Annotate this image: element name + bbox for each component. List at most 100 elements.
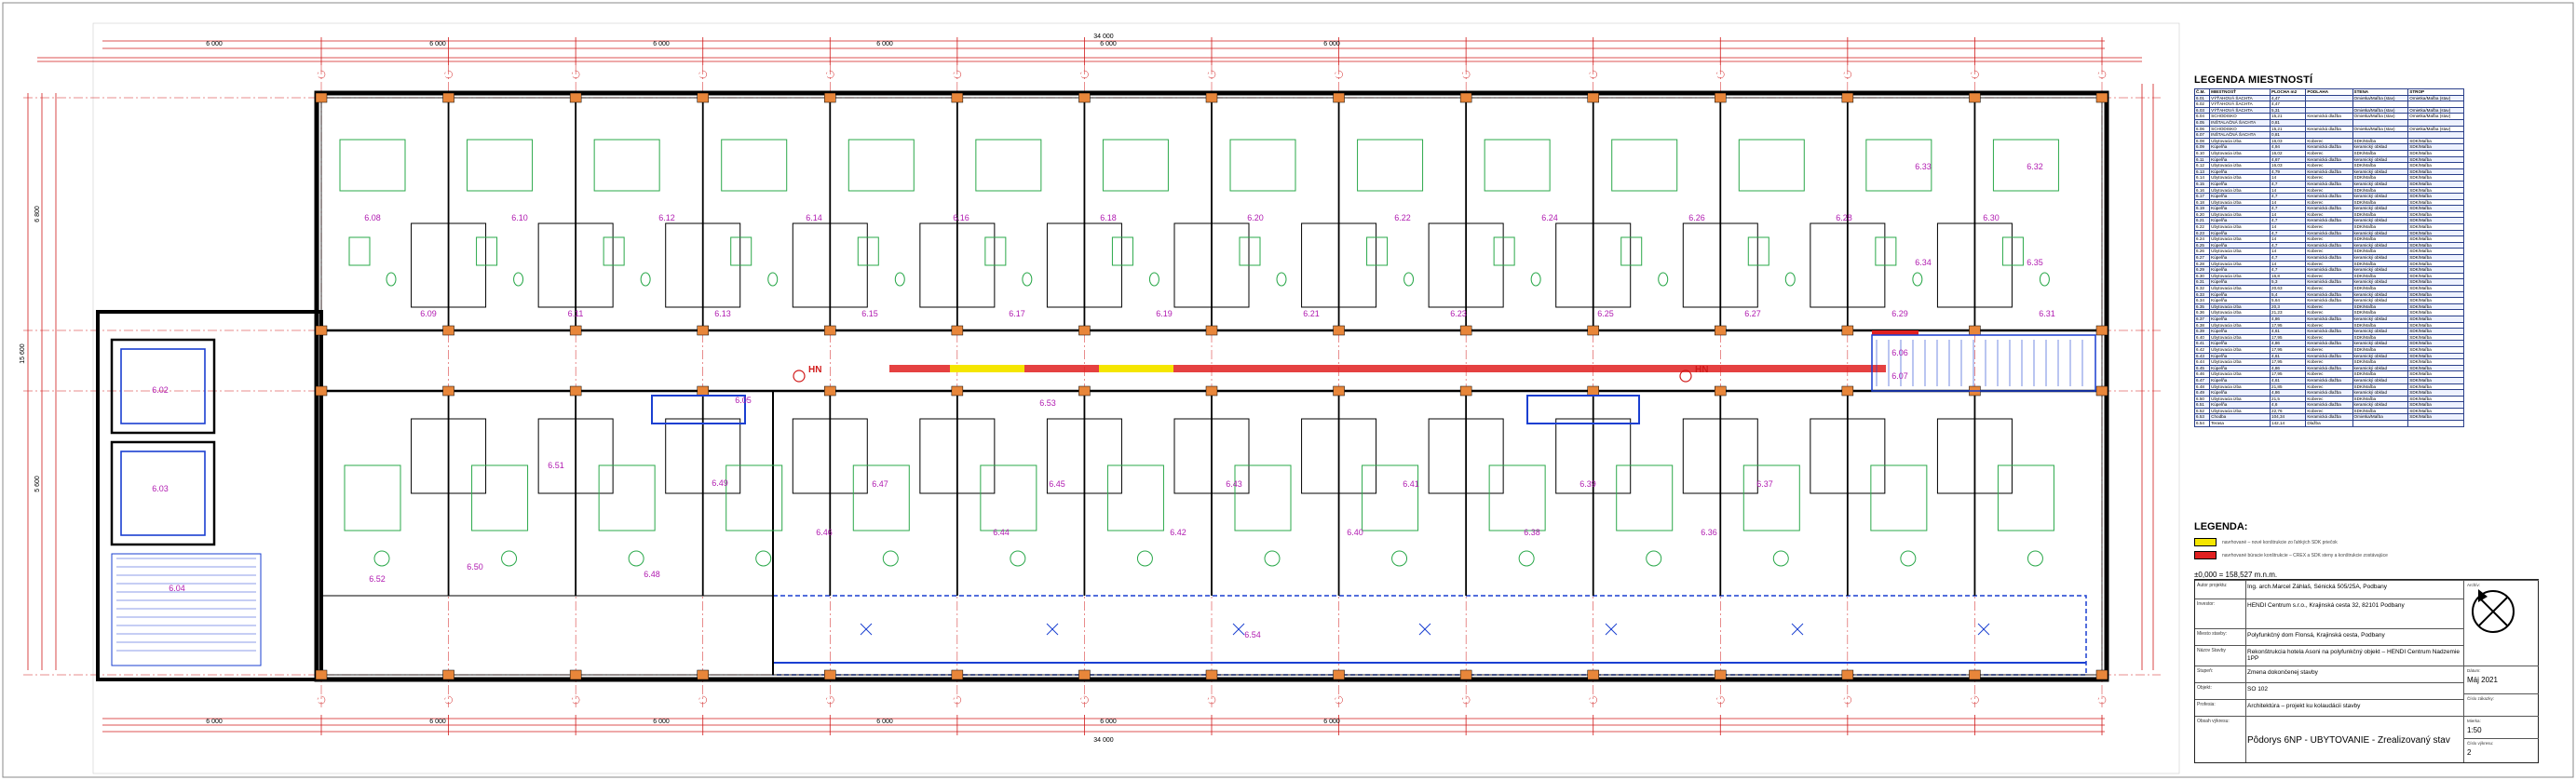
axis-bubble bbox=[1843, 695, 1852, 705]
axis-bubble bbox=[1843, 70, 1852, 79]
table-cell: 6.37 bbox=[2193, 315, 2211, 323]
dim-overall-top: 34 000 bbox=[1093, 34, 1114, 40]
table-cell: Koberec bbox=[2305, 370, 2353, 378]
elevation-note: ±0,000 = 158,527 m.n.m. bbox=[2194, 571, 2278, 579]
title-block-row: Miesto stavby:Polyfunkčný dom Flonsá, Kr… bbox=[2195, 628, 2463, 646]
bathtub bbox=[348, 236, 371, 266]
table-cell: 4,94 bbox=[2270, 143, 2307, 151]
title-block-side-cell: Archív: bbox=[2464, 580, 2539, 587]
axis-bubble bbox=[698, 70, 707, 79]
table-cell: Keramická dlažba bbox=[2305, 168, 2353, 176]
table-cell: 16,8 bbox=[2270, 272, 2307, 280]
axis-bubble bbox=[1335, 70, 1343, 79]
table-cell: 4,7 bbox=[2270, 205, 2307, 212]
room-number: 6.39 bbox=[1579, 479, 1596, 489]
table-cell: Kúpeľňa bbox=[2209, 389, 2271, 397]
table-cell: Kúpeľňa bbox=[2209, 401, 2271, 409]
table-cell: 17,95 bbox=[2270, 370, 2307, 378]
table-cell: SDK/Maľba bbox=[2352, 198, 2409, 207]
table bbox=[1136, 550, 1153, 567]
table-cell: Koberec bbox=[2305, 303, 2353, 311]
column-header: PLOCHA m2 bbox=[2270, 88, 2307, 96]
column bbox=[442, 385, 454, 397]
table-cell: SDK/Maľba bbox=[2352, 285, 2409, 292]
table-cell: Keramická dlažba bbox=[2305, 143, 2353, 151]
table-cell: Omietka/Maľba bbox=[2352, 413, 2409, 422]
bathtub bbox=[857, 236, 879, 266]
title-block-label: Autor projektu: bbox=[2197, 583, 2228, 588]
bed bbox=[1362, 464, 1419, 531]
drawing-border bbox=[92, 22, 2180, 774]
column bbox=[1333, 325, 1345, 336]
table-cell: SDK/Maľba bbox=[2407, 303, 2464, 311]
room-number: 6.42 bbox=[1170, 528, 1186, 537]
table-cell: Keramická dlažba bbox=[2305, 229, 2353, 237]
table-cell: SDK/Maľba bbox=[2407, 278, 2464, 286]
axis-bubble bbox=[317, 70, 326, 79]
bed bbox=[1106, 464, 1164, 531]
table-cell bbox=[2352, 118, 2409, 127]
room-number: 6.46 bbox=[816, 528, 833, 537]
table-cell: Koberec bbox=[2305, 321, 2353, 329]
bathroom-wall bbox=[1682, 418, 1758, 494]
table-cell: Koberec bbox=[2305, 260, 2353, 268]
table-cell: SDK/Maľba bbox=[2352, 345, 2409, 354]
axis-bubble bbox=[826, 70, 834, 79]
bed bbox=[1229, 139, 1296, 192]
title-block-value: Architektúra – projekt ku kolaudácii sta… bbox=[2247, 703, 2361, 709]
table-cell: 17,95 bbox=[2270, 358, 2307, 366]
column bbox=[2095, 669, 2108, 680]
table-cell: Keramická dlažba bbox=[2305, 376, 2353, 384]
toilet bbox=[1530, 272, 1541, 287]
bed bbox=[847, 139, 915, 192]
table-cell: 14 bbox=[2270, 223, 2307, 231]
table-cell: Koberec bbox=[2305, 248, 2353, 256]
column bbox=[951, 325, 964, 336]
column-header: MIESTNOSŤ bbox=[2209, 88, 2271, 96]
dim-bottom-seg: 6 000 bbox=[206, 719, 223, 725]
terrace bbox=[772, 595, 2087, 676]
bathroom-wall bbox=[1046, 418, 1122, 494]
key-swatch-yellow bbox=[2194, 538, 2217, 546]
table-cell: SDK/Maľba bbox=[2407, 383, 2464, 391]
bathtub bbox=[1493, 236, 1515, 266]
axis-bubble bbox=[1461, 70, 1471, 79]
table-cell: SDK/Maľba bbox=[2407, 345, 2464, 354]
table-cell: 5,64 bbox=[2270, 297, 2307, 304]
table-cell: keramický obklad bbox=[2352, 352, 2409, 360]
toilet bbox=[1912, 272, 1923, 287]
table-cell: SDK/Maľba bbox=[2352, 370, 2409, 378]
table-cell: SDK/Maľba bbox=[2352, 186, 2409, 195]
table-cell: 4,61 bbox=[2270, 352, 2307, 360]
table-cell: 6.24 bbox=[2193, 235, 2211, 243]
column bbox=[569, 325, 582, 336]
title-block-side-label: Mierka: bbox=[2467, 719, 2481, 723]
room-number: 6.24 bbox=[1541, 213, 1558, 222]
drain-icon bbox=[1605, 623, 1618, 636]
column bbox=[1587, 325, 1599, 336]
column bbox=[1333, 669, 1345, 680]
title-block-value: Polyfunkčný dom Flonsá, Krajinská cesta,… bbox=[2247, 632, 2385, 639]
table-cell: Omietka/Maľba (stav) bbox=[2407, 113, 2464, 120]
column-header: STENA bbox=[2352, 88, 2409, 96]
table-cell: 6.15 bbox=[2193, 180, 2211, 188]
table-cell: Koberec bbox=[2305, 223, 2353, 231]
table-cell: Ubytovacia izba bbox=[2209, 383, 2271, 391]
new-construction-highlight bbox=[889, 330, 1918, 372]
bathtub bbox=[476, 236, 498, 266]
title-block-row: Autor projektu:Ing. arch.Marcel Záhlaš, … bbox=[2195, 580, 2463, 599]
table-cell: SCHODISKO bbox=[2209, 125, 2271, 133]
table-cell: 6.25 bbox=[2193, 241, 2211, 249]
toilet bbox=[513, 272, 524, 287]
table-cell: 6.47 bbox=[2193, 376, 2211, 384]
table-cell: Ubytovacia izba bbox=[2209, 162, 2271, 169]
room-number: 6.41 bbox=[1403, 479, 1419, 489]
column bbox=[2095, 92, 2108, 103]
